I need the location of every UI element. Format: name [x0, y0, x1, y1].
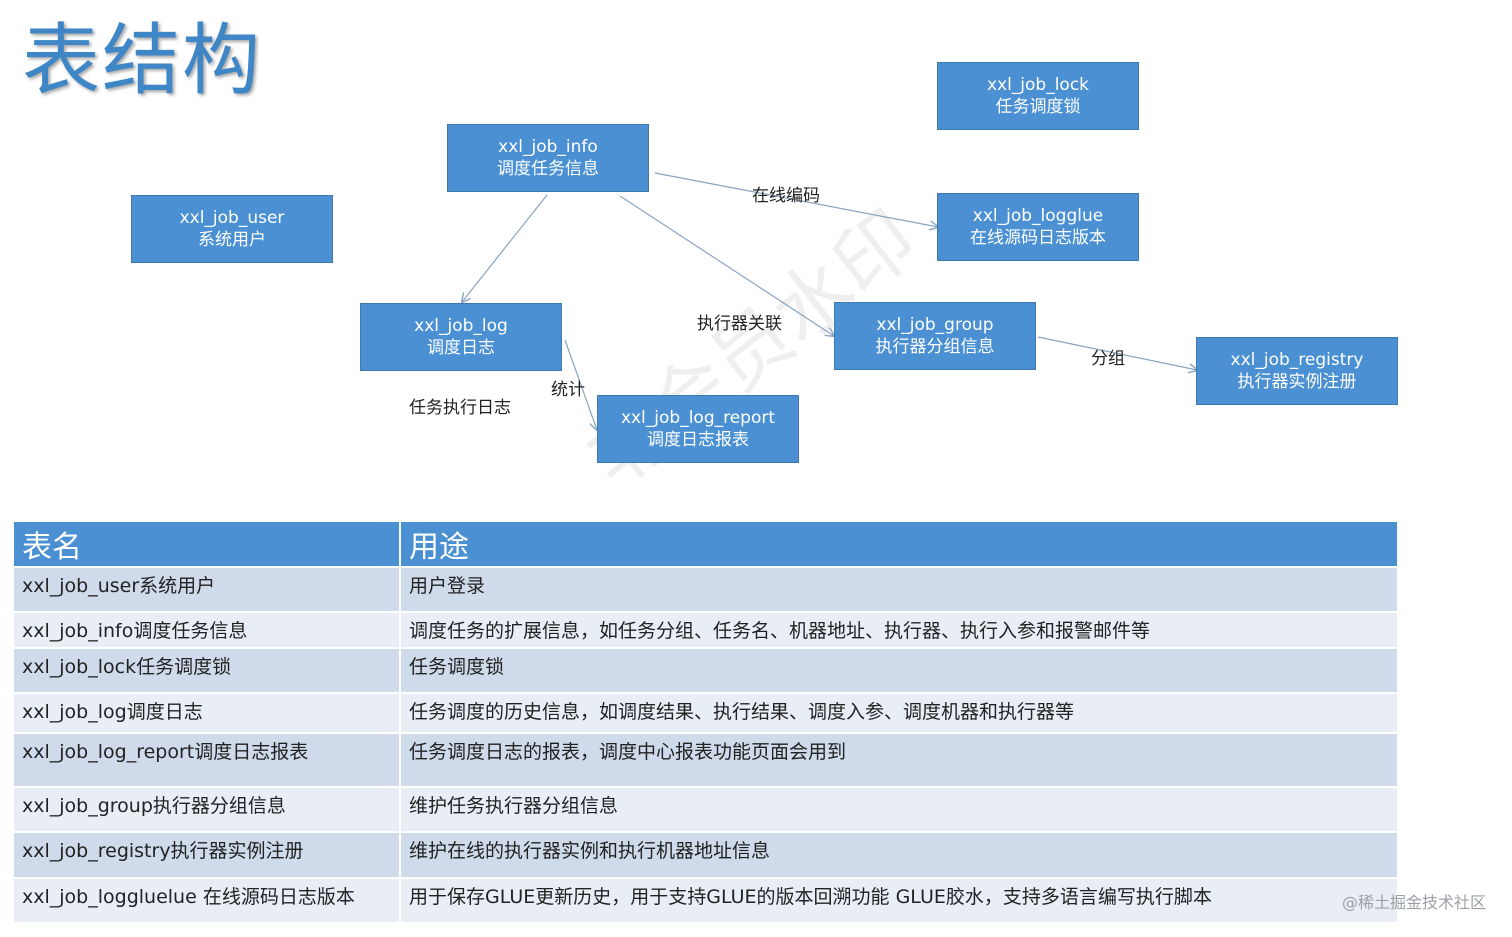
table-row: xxl_job_log调度日志 任务调度的历史信息，如调度结果、执行结果、调度入… — [14, 692, 1399, 733]
node-xxl-job-log: xxl_job_log 调度日志 — [360, 303, 562, 371]
table-header-row: 表名 用途 — [14, 522, 1399, 567]
table-structure: 表名 用途 xxl_job_user系统用户 用户登录 xxl_job_info… — [14, 522, 1399, 922]
node-name: xxl_job_lock — [986, 75, 1090, 95]
page-title: 表结构 — [22, 16, 263, 106]
cell-usage: 任务调度的历史信息，如调度结果、执行结果、调度入参、调度机器和执行器等 — [400, 692, 1399, 733]
diagram-edges — [0, 172, 1512, 520]
table-row: xxl_job_info调度任务信息 调度任务的扩展信息，如任务分组、任务名、机… — [14, 611, 1399, 648]
cell-table-name: xxl_job_registry执行器实例注册 — [14, 831, 401, 878]
cell-table-name: xxl_job_group执行器分组信息 — [14, 786, 401, 832]
cell-table-name: xxl_job_log_report调度日志报表 — [14, 732, 401, 787]
node-desc: 调度任务信息 — [497, 159, 599, 179]
node-desc: 系统用户 — [198, 230, 266, 250]
node-name: xxl_job_logglue — [972, 206, 1104, 226]
cell-table-name: xxl_job_lock任务调度锁 — [14, 647, 401, 693]
cell-table-name: xxl_job_loggluelue 在线源码日志版本 — [14, 877, 401, 922]
cell-usage: 任务调度锁 — [400, 647, 1399, 693]
cell-usage: 用于保存GLUE更新历史，用于支持GLUE的版本回溯功能 GLUE胶水，支持多语… — [400, 877, 1399, 922]
node-desc: 执行器实例注册 — [1237, 372, 1357, 392]
table-row: xxl_job_group执行器分组信息 维护任务执行器分组信息 — [14, 786, 1399, 832]
edge-label-grouping: 分组 — [1091, 349, 1125, 369]
cell-table-name: xxl_job_user系统用户 — [14, 566, 401, 612]
edge-group-registry — [1037, 336, 1197, 370]
node-xxl-job-info: xxl_job_info 调度任务信息 — [447, 124, 649, 192]
node-desc: 调度日志 — [427, 338, 495, 358]
node-name: xxl_job_group — [876, 315, 994, 335]
node-xxl-job-user: xxl_job_user 系统用户 — [131, 195, 333, 263]
edge-label-online-code: 在线编码 — [752, 186, 820, 206]
edge-label-task-exec-log: 任务执行日志 — [409, 398, 511, 418]
edge-info-logglue — [654, 172, 938, 227]
node-xxl-job-group: xxl_job_group 执行器分组信息 — [834, 302, 1036, 370]
cell-table-name: xxl_job_info调度任务信息 — [14, 611, 401, 648]
table-row: xxl_job_log_report调度日志报表 任务调度日志的报表，调度中心报… — [14, 732, 1399, 787]
cell-usage: 用户登录 — [400, 566, 1399, 612]
cell-table-name: xxl_job_log调度日志 — [14, 692, 401, 733]
node-name: xxl_job_registry — [1230, 350, 1364, 370]
edge-log-report — [564, 339, 597, 430]
table-row: xxl_job_user系统用户 用户登录 — [14, 566, 1399, 612]
edge-info-log — [462, 194, 548, 302]
node-name: xxl_job_log — [414, 316, 508, 336]
table-row: xxl_job_loggluelue 在线源码日志版本 用于保存GLUE更新历史… — [14, 877, 1399, 922]
table-row: xxl_job_registry执行器实例注册 维护在线的执行器实例和执行机器地… — [14, 831, 1399, 878]
cell-usage: 任务调度日志的报表，调度中心报表功能页面会用到 — [400, 732, 1399, 787]
credit-watermark: @稀土掘金技术社区 — [1341, 893, 1486, 912]
edge-info-group — [619, 195, 834, 336]
node-xxl-job-lock: xxl_job_lock 任务调度锁 — [937, 62, 1139, 130]
header-table-name: 表名 — [14, 522, 401, 567]
cell-usage: 维护在线的执行器实例和执行机器地址信息 — [400, 831, 1399, 878]
cell-usage: 维护任务执行器分组信息 — [400, 786, 1399, 832]
node-desc: 任务调度锁 — [995, 97, 1081, 117]
edge-label-executor-assoc: 执行器关联 — [697, 314, 782, 334]
node-name: xxl_job_log_report — [620, 408, 776, 428]
node-xxl-job-log-report: xxl_job_log_report 调度日志报表 — [597, 395, 799, 463]
header-usage: 用途 — [400, 522, 1399, 567]
node-xxl-job-registry: xxl_job_registry 执行器实例注册 — [1196, 337, 1398, 405]
node-desc: 调度日志报表 — [647, 430, 749, 450]
node-name: xxl_job_info — [498, 137, 598, 157]
edge-label-statistics: 统计 — [551, 380, 585, 400]
node-xxl-job-logglue: xxl_job_logglue 在线源码日志版本 — [937, 193, 1139, 261]
node-desc: 执行器分组信息 — [875, 337, 995, 357]
node-name: xxl_job_user — [179, 208, 285, 228]
cell-usage: 调度任务的扩展信息，如任务分组、任务名、机器地址、执行器、执行入参和报警邮件等 — [400, 611, 1399, 648]
node-desc: 在线源码日志版本 — [970, 228, 1106, 248]
table-row: xxl_job_lock任务调度锁 任务调度锁 — [14, 647, 1399, 693]
